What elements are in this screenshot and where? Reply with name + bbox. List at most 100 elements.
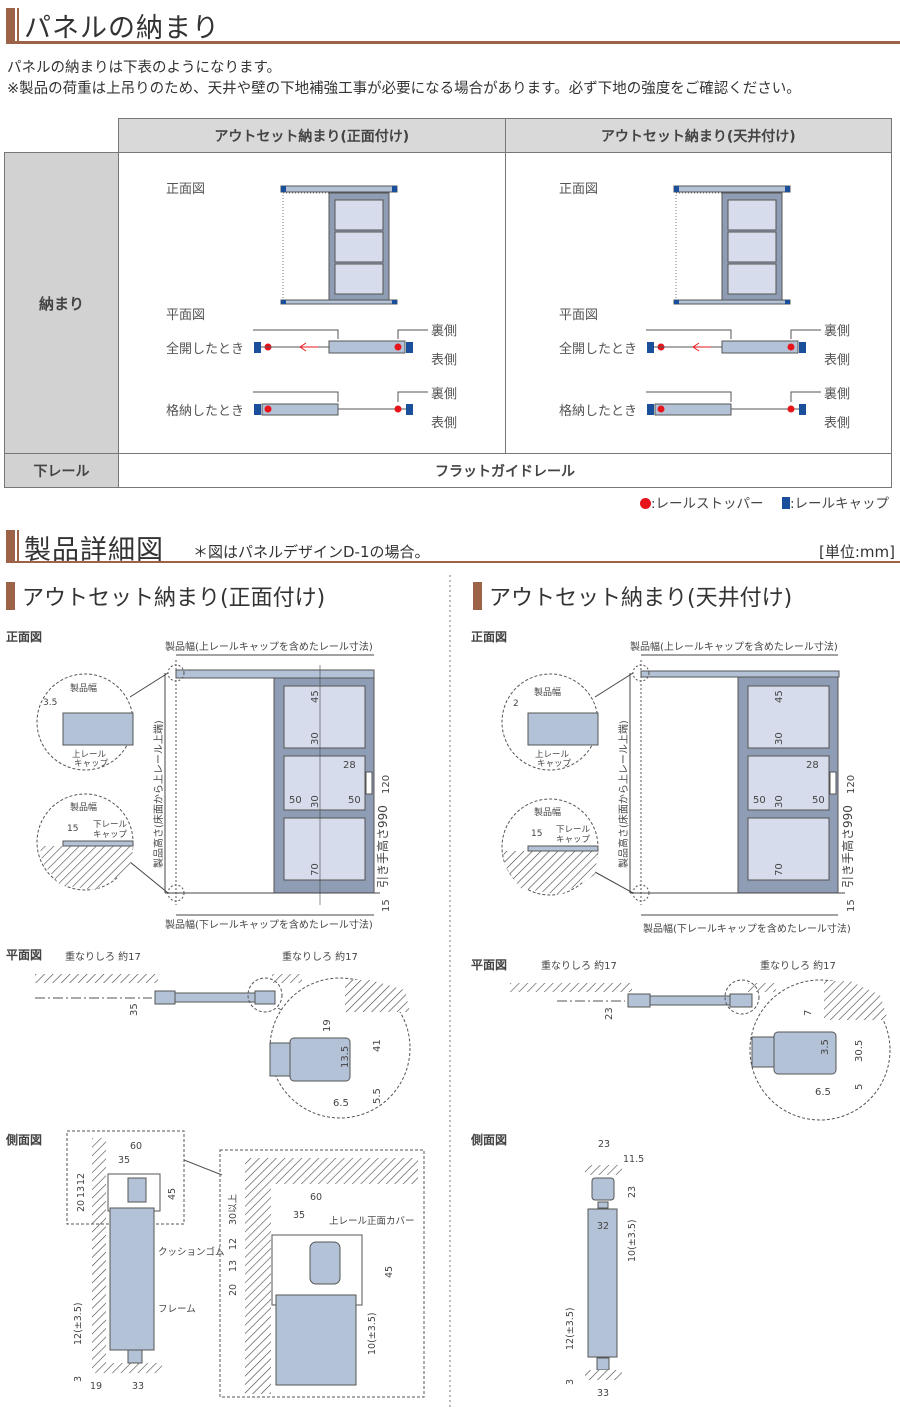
label-plan-view: 平面図	[166, 308, 206, 323]
label-front-side: 表側	[824, 416, 851, 431]
svg-text:30.5: 30.5	[854, 1040, 865, 1062]
dim-top-width: 製品幅(上レールキャップを含めたレール寸法)	[165, 640, 373, 653]
legend-stopper: :レールストッパー	[640, 492, 764, 512]
svg-text:12(±3.5): 12(±3.5)	[73, 1302, 84, 1345]
view-label-side: 側面図	[6, 1133, 43, 1147]
dim-30: 30	[774, 732, 785, 745]
label-stored: 格納したとき	[166, 404, 245, 419]
svg-text:32: 32	[597, 1221, 609, 1232]
svg-text:5.5: 5.5	[372, 1088, 383, 1104]
section-title: 製品詳細図	[24, 535, 164, 566]
svg-text:キャップ: キャップ	[556, 835, 591, 845]
dim-70: 70	[310, 863, 321, 876]
row-label-installation: 納まり	[4, 152, 119, 454]
dim-120: 120	[381, 775, 392, 794]
installation-table: アウトセット納まり(正面付け) アウトセット納まり(天井付け) 納まり 下レール…	[4, 118, 892, 488]
dim-30: 30	[310, 795, 321, 808]
view-label-side: 側面図	[471, 1133, 508, 1147]
view-label-front: 正面図	[471, 630, 508, 644]
label-front-side: 表側	[431, 416, 458, 431]
view-label-plan: 平面図	[6, 948, 43, 962]
dim-45: 45	[774, 690, 785, 703]
svg-text:6.5: 6.5	[815, 1087, 831, 1098]
dim-50: 50	[812, 795, 825, 806]
rail-value: フラットガイドレール	[118, 453, 892, 488]
dim-50: 50	[348, 795, 361, 806]
dim-45: 45	[310, 690, 321, 703]
svg-text:11.5: 11.5	[623, 1154, 644, 1165]
dim-30: 30	[774, 795, 785, 808]
dim-top-width: 製品幅(上レールキャップを含めたレール寸法)	[630, 640, 838, 653]
label-cushion: クッションゴム	[158, 1246, 225, 1258]
svg-text:3.5: 3.5	[43, 698, 57, 708]
section-divider	[6, 561, 900, 563]
svg-text:12: 12	[228, 1238, 239, 1250]
svg-text:2: 2	[513, 699, 519, 709]
svg-text:12: 12	[76, 1173, 87, 1185]
side-view-front-mount: 60 35 12 13 20 45 クッションゴム フレーム 12(±3.5) …	[66, 1130, 425, 1398]
side-view-ceiling-mount: 23 11.5 23 32 10(±3.5) 12(±3.5) 3 33	[565, 1139, 644, 1399]
label-upper-rail: 上レール	[329, 1216, 368, 1227]
svg-text:20: 20	[228, 1284, 239, 1296]
svg-text:13.5: 13.5	[340, 1046, 351, 1068]
svg-text:23: 23	[604, 1007, 615, 1020]
svg-text:5: 5	[854, 1084, 865, 1090]
svg-text:45: 45	[167, 1188, 178, 1200]
svg-text:製品幅: 製品幅	[70, 801, 97, 813]
dim-120: 120	[846, 775, 857, 794]
row-label-lower-rail: 下レール	[4, 453, 119, 488]
section-title-marker	[17, 8, 19, 44]
label-plan-view: 平面図	[559, 308, 599, 323]
section-divider	[6, 41, 900, 44]
label-fully-open: 全開したとき	[559, 342, 638, 357]
svg-text:23: 23	[598, 1139, 610, 1150]
dim-50: 50	[289, 795, 302, 806]
subsection-title-front: アウトセット納まり(正面付け)	[22, 586, 326, 611]
svg-text:キャップ: キャップ	[74, 759, 109, 769]
dim-overlap: 重なりしろ 約17	[760, 959, 836, 972]
dim-handle-height: 引き手高さ990	[375, 805, 390, 888]
svg-text:製品幅: 製品幅	[534, 806, 561, 818]
section-title-marker	[17, 530, 19, 562]
svg-text:下レール: 下レール	[93, 820, 128, 830]
svg-text:10(±3.5): 10(±3.5)	[367, 1312, 378, 1355]
svg-text:33: 33	[132, 1381, 144, 1392]
dim-50: 50	[753, 795, 766, 806]
label-front-side: 表側	[431, 353, 458, 368]
dim-bottom-width: 製品幅(下レールキャップを含めたレール寸法)	[165, 918, 373, 931]
svg-text:製品幅: 製品幅	[70, 682, 97, 694]
section-title: パネルの納まり	[24, 13, 220, 44]
svg-text:33: 33	[597, 1388, 609, 1399]
label-front-view: 正面図	[166, 182, 206, 197]
front-view-ceiling-mount: 製品幅(上レールキャップを含めたレール寸法) 製品幅(下レールキャップを含めたレ…	[501, 640, 857, 935]
label-stored: 格納したとき	[559, 404, 638, 419]
dim-bottom-width: 製品幅(下レールキャップを含めたレール寸法)	[643, 922, 851, 935]
label-frame: フレーム	[158, 1304, 196, 1315]
label-back-side: 裏側	[824, 324, 851, 339]
cap-square-icon	[782, 497, 790, 509]
svg-text:15: 15	[67, 824, 78, 834]
subsection-title-ceiling: アウトセット納まり(天井付け)	[489, 586, 793, 611]
subsection-marker	[6, 582, 15, 610]
svg-text:下レール: 下レール	[556, 825, 591, 835]
view-label-plan: 平面図	[471, 958, 508, 972]
svg-text:35: 35	[118, 1155, 130, 1166]
dim-overlap: 重なりしろ 約17	[65, 950, 141, 963]
label-back-side: 裏側	[431, 324, 458, 339]
svg-text:35: 35	[129, 1003, 140, 1016]
svg-text:30以上: 30以上	[228, 1193, 239, 1225]
svg-text:キャップ: キャップ	[537, 759, 572, 769]
view-label-front: 正面図	[6, 630, 43, 644]
svg-text:13: 13	[76, 1186, 87, 1198]
svg-text:3: 3	[565, 1379, 576, 1385]
svg-text:60: 60	[130, 1141, 142, 1152]
svg-text:13: 13	[228, 1260, 239, 1272]
front-view-front-mount: 製品幅(上レールキャップを含めたレール寸法) 製品幅(下レールキャップを含めたレ…	[36, 640, 392, 931]
svg-text:製品幅: 製品幅	[534, 686, 561, 698]
intro-line-1: パネルの納まりは下表のようになります。	[7, 60, 282, 76]
svg-text:20: 20	[76, 1200, 87, 1212]
svg-text:19: 19	[322, 1019, 333, 1032]
label-front-side: 表側	[824, 353, 851, 368]
svg-text:6.5: 6.5	[333, 1098, 349, 1109]
legend-cap: :レールキャップ	[782, 492, 889, 512]
